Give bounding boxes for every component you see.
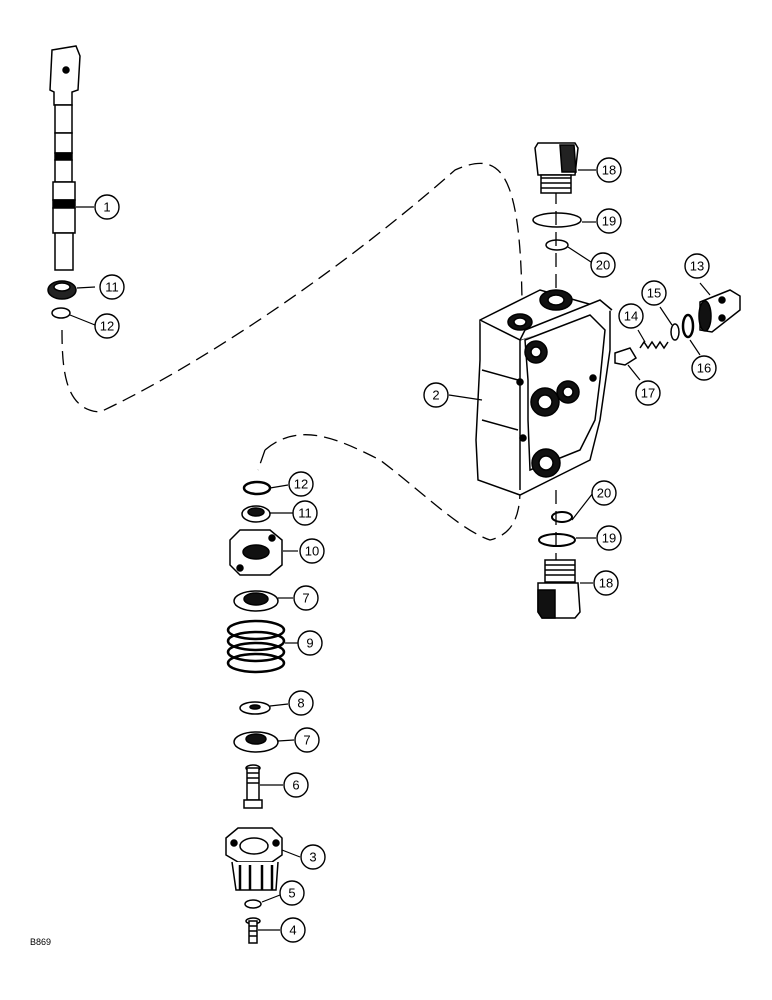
valve-body-part (475, 289, 613, 496)
svg-text:14: 14 (624, 309, 638, 324)
callout-1: 1 (94, 194, 120, 220)
svg-text:12: 12 (294, 477, 308, 492)
flange-plate-part-10 (229, 529, 283, 576)
o-ring-part-19-top (532, 212, 582, 228)
svg-text:11: 11 (298, 506, 312, 521)
relief-cartridge-part (698, 289, 741, 333)
spool-part (49, 45, 81, 271)
end-cap-part-3 (225, 827, 283, 891)
svg-text:6: 6 (292, 778, 299, 793)
callout-9: 9 (297, 630, 323, 656)
svg-text:8: 8 (297, 696, 304, 711)
screw-part-4 (245, 917, 261, 944)
callout-20-top: 20 (590, 252, 616, 278)
callout-8: 8 (288, 690, 314, 716)
svg-text:20: 20 (597, 486, 611, 501)
backup-ring-part-16 (681, 313, 695, 339)
bolt-part-6 (243, 764, 263, 809)
svg-text:12: 12 (100, 319, 114, 334)
svg-text:19: 19 (602, 214, 616, 229)
callout-3: 3 (300, 844, 326, 870)
o-ring-part-20-bottom (551, 511, 573, 523)
callout-19-bottom: 19 (596, 525, 622, 551)
callout-15: 15 (641, 280, 667, 306)
o-ring-part-top (51, 307, 71, 319)
svg-text:11: 11 (105, 280, 119, 295)
o-ring-part-15 (670, 323, 680, 341)
callout-13: 13 (684, 253, 710, 279)
assembly-path-lines (61, 162, 557, 560)
plug-part-bottom (537, 559, 581, 619)
callout-20-bottom: 20 (591, 480, 617, 506)
o-ring-part-19-bottom (538, 533, 576, 547)
svg-text:19: 19 (602, 531, 616, 546)
svg-text:13: 13 (690, 259, 704, 274)
svg-text:17: 17 (641, 386, 655, 401)
callout-16: 16 (691, 355, 717, 381)
leader-lines (69, 169, 711, 931)
svg-text:5: 5 (288, 886, 295, 901)
svg-text:16: 16 (697, 361, 711, 376)
svg-text:18: 18 (599, 576, 613, 591)
svg-text:15: 15 (647, 286, 661, 301)
callout-7-top: 7 (293, 585, 319, 611)
svg-text:20: 20 (596, 258, 610, 273)
callout-6: 6 (283, 772, 309, 798)
callouts: 1 11 12 18 19 20 13 14 15 16 17 2 12 11 … (94, 157, 717, 943)
callout-11-lower: 11 (292, 500, 318, 526)
svg-text:1: 1 (103, 200, 110, 215)
callout-14: 14 (618, 303, 644, 329)
washer-part-8 (239, 701, 271, 715)
spring-part-14 (639, 340, 669, 350)
callout-10: 10 (299, 538, 325, 564)
svg-text:7: 7 (302, 591, 309, 606)
callout-5: 5 (279, 880, 305, 906)
svg-text:10: 10 (305, 544, 319, 559)
figure-code-label: B869 (30, 937, 51, 947)
svg-text:3: 3 (309, 850, 316, 865)
svg-text:7: 7 (303, 733, 310, 748)
svg-text:18: 18 (602, 163, 616, 178)
callout-19-top: 19 (596, 208, 622, 234)
plug-part-top (534, 142, 579, 194)
svg-text:2: 2 (432, 388, 439, 403)
lock-washer-part-5 (244, 899, 262, 909)
seal-cap-part-top (47, 280, 77, 300)
callout-12-lower: 12 (288, 471, 314, 497)
callout-17: 17 (635, 380, 661, 406)
svg-text:9: 9 (306, 636, 313, 651)
spring-seat-part-7-top (233, 590, 279, 612)
callout-12-top: 12 (94, 313, 120, 339)
svg-text:4: 4 (289, 923, 296, 938)
callout-7-bottom: 7 (294, 727, 320, 753)
seal-cap-part-lower (241, 505, 271, 523)
o-ring-part-20-top (545, 239, 569, 251)
callout-18-top: 18 (596, 157, 622, 183)
spring-seat-part-7-bottom (233, 731, 279, 753)
poppet-part-17 (614, 347, 638, 366)
callout-11-top: 11 (99, 274, 125, 300)
coil-spring-part-9 (226, 619, 286, 674)
callout-4: 4 (280, 917, 306, 943)
callout-18-bottom: 18 (593, 570, 619, 596)
o-ring-part-12-lower (242, 480, 272, 496)
callout-2: 2 (423, 382, 449, 408)
